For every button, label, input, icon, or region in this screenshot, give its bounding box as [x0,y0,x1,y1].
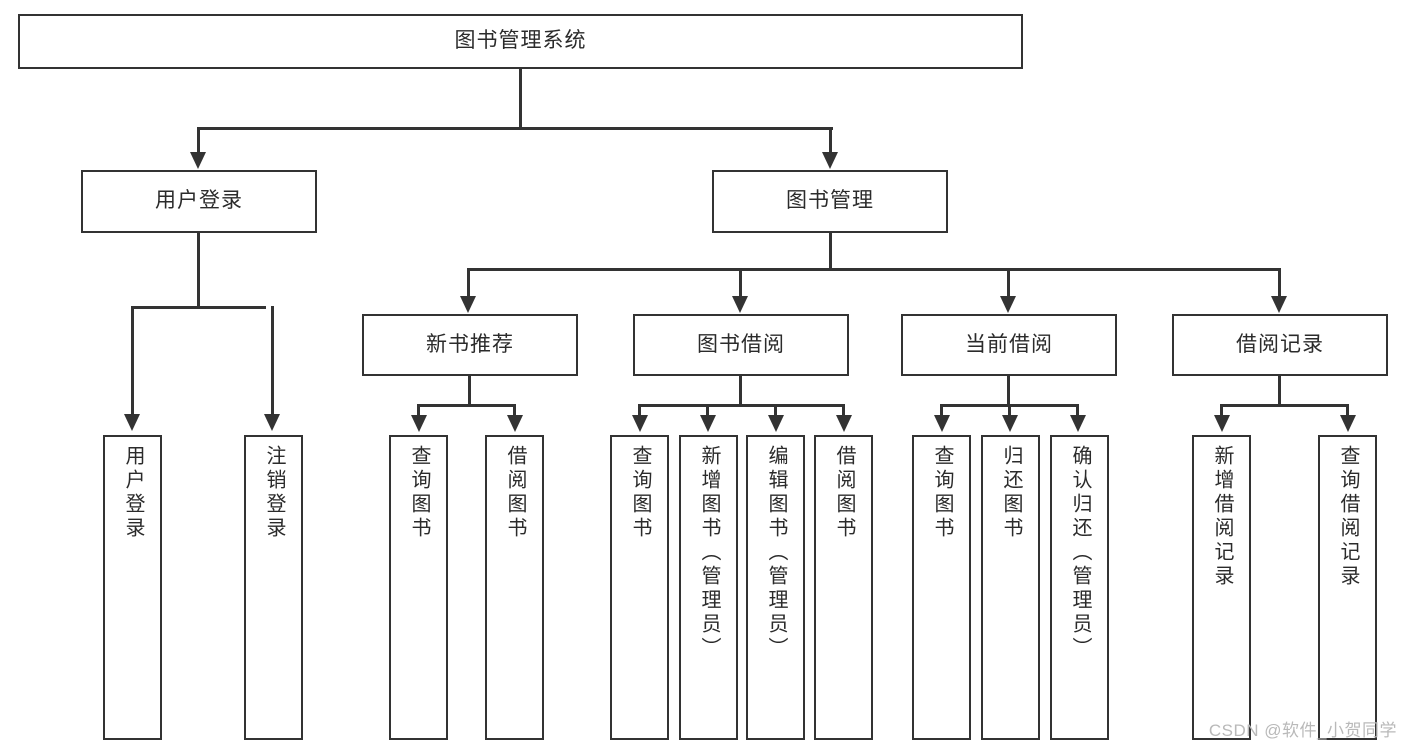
node-label: 图书管理 [786,189,874,213]
leaf-query-book-borrow[interactable]: 查询图书 [610,435,669,740]
leaf-return-book[interactable]: 归还图书 [981,435,1040,740]
leaf-borrow-book-newbook[interactable]: 借阅图书 [485,435,544,740]
arrow-record-leaf-2 [1340,415,1356,432]
node-label: 当前借阅 [965,332,1053,356]
connector-borrow-l1 [638,404,641,416]
arrow-borrow-leaf-2 [700,415,716,432]
leaf-user-login[interactable]: 用户登录 [103,435,162,740]
connector-current-stem [1007,376,1010,406]
connector-login-left [131,306,134,414]
leaf-label: 借阅图书 [504,445,526,541]
leaf-query-borrow-record[interactable]: 查询借阅记录 [1318,435,1377,740]
connector-root-stem [519,69,522,129]
leaf-label: 确认归还（管理员） [1069,445,1091,661]
connector-current-l1 [940,404,943,416]
node-new-book-recommend[interactable]: 新书推荐 [362,314,578,376]
connector-current-l3 [1076,404,1079,416]
leaf-label: 新增借阅记录 [1211,445,1233,589]
connector-current-l2 [1008,404,1011,416]
arrow-borrow-leaf-3 [768,415,784,432]
connector-record-stem [1278,376,1281,406]
connector-newbook-l2 [513,404,516,416]
arrow-newbook-leaf-1 [411,415,427,432]
leaf-confirm-return-admin[interactable]: 确认归还（管理员） [1050,435,1109,740]
leaf-label: 新增图书（管理员） [698,445,720,661]
arrow-borrow-leaf-1 [632,415,648,432]
arrow-newbook-leaf-2 [507,415,523,432]
node-label: 新书推荐 [426,332,514,356]
arrow-borrow-leaf-4 [836,415,852,432]
connector-login-stem [197,233,200,308]
connector-borrow-l4 [842,404,845,416]
leaf-label: 查询图书 [408,445,430,541]
arrow-login-leaf-1 [124,414,140,431]
arrow-login-leaf-2 [264,414,280,431]
leaf-add-book-admin[interactable]: 新增图书（管理员） [679,435,738,740]
connector-login-right [271,306,274,414]
arrow-current-leaf-3 [1070,415,1086,432]
connector-borrow-l2 [706,404,709,416]
leaf-edit-book-admin[interactable]: 编辑图书（管理员） [746,435,805,740]
connector-bookmgmt-stem [829,233,832,270]
arrow-record-leaf-1 [1214,415,1230,432]
leaf-label: 查询图书 [629,445,651,541]
leaf-label: 查询图书 [931,445,953,541]
arrow-bookmgmt-to-borrow [732,296,748,313]
connector-bookmgmt-c3 [1007,268,1010,296]
node-label: 用户登录 [155,189,243,213]
node-user-login[interactable]: 用户登录 [81,170,317,233]
connector-newbook-stem [468,376,471,406]
leaf-label: 借阅图书 [833,445,855,541]
connector-newbook-l1 [417,404,420,416]
leaf-add-borrow-record[interactable]: 新增借阅记录 [1192,435,1251,740]
connector-borrow-stem [739,376,742,406]
arrow-bookmgmt-to-newbook [460,296,476,313]
node-borrow-record[interactable]: 借阅记录 [1172,314,1388,376]
arrow-bookmgmt-to-record [1271,296,1287,313]
connector-record-l1 [1220,404,1223,416]
connector-borrow-bar [638,404,845,407]
connector-bookmgmt-c2 [739,268,742,296]
arrow-root-to-book-mgmt [822,152,838,169]
node-root-system[interactable]: 图书管理系统 [18,14,1023,69]
node-label: 图书管理系统 [454,29,587,53]
connector-borrow-l3 [774,404,777,416]
connector-newbook-bar [417,404,516,407]
connector-root-to-book-mgmt [829,127,832,153]
node-label: 图书借阅 [697,332,785,356]
connector-bookmgmt-bar [467,268,1281,271]
node-book-borrow[interactable]: 图书借阅 [633,314,849,376]
arrow-root-to-login [190,152,206,169]
connector-bookmgmt-c4 [1278,268,1281,296]
arrow-bookmgmt-to-current [1000,296,1016,313]
node-current-borrow[interactable]: 当前借阅 [901,314,1117,376]
connector-bookmgmt-c1 [467,268,470,296]
leaf-label: 注销登录 [263,445,285,541]
connector-root-to-login [197,127,200,153]
connector-root-bar [197,127,833,130]
arrow-current-leaf-1 [934,415,950,432]
csdn-watermark: CSDN @软件_小贺同学 [1208,721,1397,740]
leaf-label: 归还图书 [1000,445,1022,541]
connector-record-l2 [1346,404,1349,416]
leaf-label: 用户登录 [122,445,144,541]
connector-record-bar [1220,404,1349,407]
connector-login-bar [131,306,266,309]
node-label: 借阅记录 [1236,332,1324,356]
arrow-current-leaf-2 [1002,415,1018,432]
leaf-query-book-newbook[interactable]: 查询图书 [389,435,448,740]
leaf-label: 编辑图书（管理员） [765,445,787,661]
leaf-query-book-current[interactable]: 查询图书 [912,435,971,740]
leaf-label: 查询借阅记录 [1337,445,1359,589]
leaf-borrow-book[interactable]: 借阅图书 [814,435,873,740]
leaf-logout[interactable]: 注销登录 [244,435,303,740]
node-book-management[interactable]: 图书管理 [712,170,948,233]
